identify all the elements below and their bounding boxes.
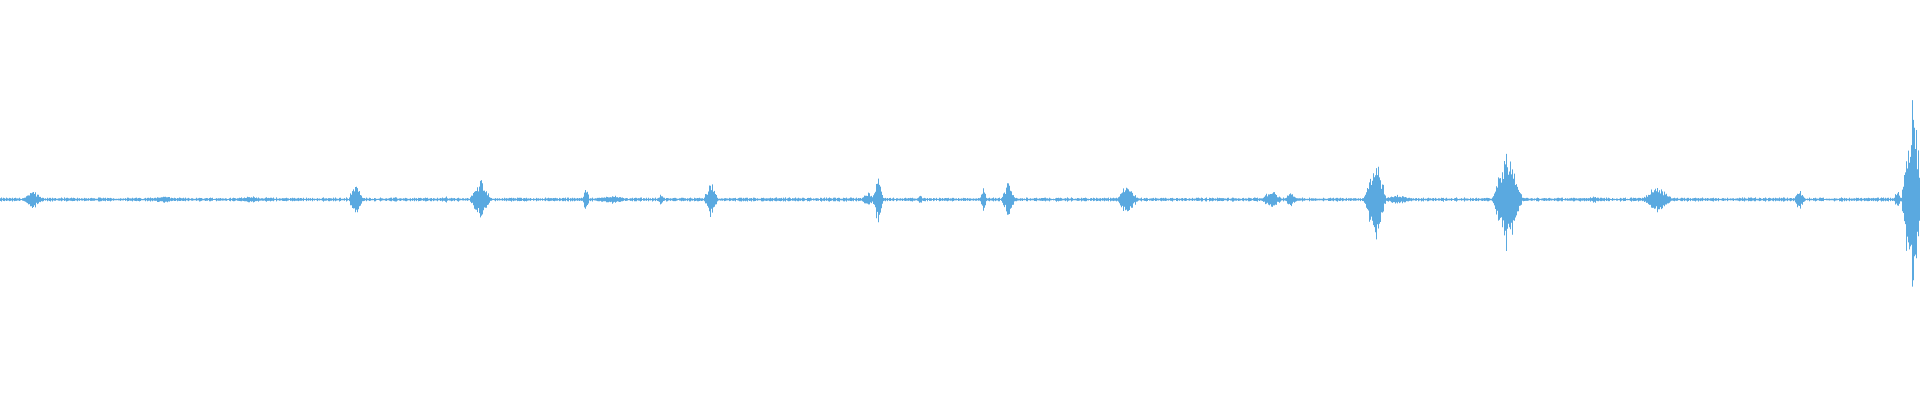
- waveform-signal: [0, 100, 1920, 287]
